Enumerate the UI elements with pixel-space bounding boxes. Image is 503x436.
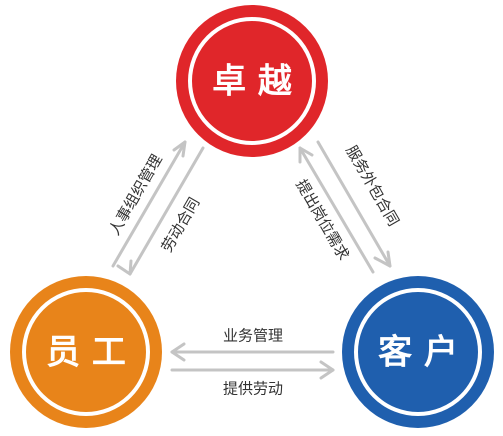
node-top-label: 卓 越	[212, 62, 293, 102]
label-staff-to-top-inner: 劳动合同	[158, 194, 204, 255]
arrow-staff-to-top-outer	[111, 140, 187, 268]
node-left-label: 员 工	[46, 333, 126, 373]
node-right: 客 户	[342, 276, 494, 428]
label-client-to-top-outer: 服务外包合同	[342, 142, 403, 229]
node-top: 卓 越	[176, 5, 328, 157]
arrow-staff-to-top-inner	[116, 146, 205, 276]
label-bottom-lower: 提供劳动	[223, 380, 283, 398]
node-left: 员 工	[10, 276, 162, 428]
arrow-bottom-upper	[170, 342, 335, 362]
label-bottom-upper: 业务管理	[223, 327, 283, 345]
arrow-bottom-lower	[170, 360, 335, 380]
arrow-client-to-top-outer	[316, 140, 392, 268]
node-right-label: 客 户	[378, 333, 458, 373]
arrow-client-to-top-inner	[298, 146, 375, 274]
